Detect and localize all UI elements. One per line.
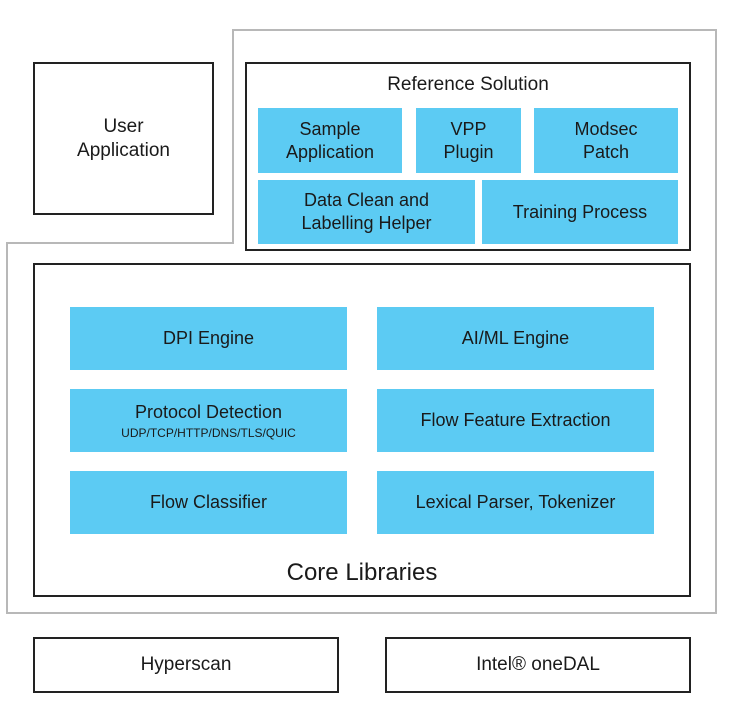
training-process-block: Training Process bbox=[482, 180, 678, 244]
training-process-label: Training Process bbox=[512, 201, 648, 222]
user-application-line1: User bbox=[103, 115, 144, 137]
core-libraries-title: Core Libraries bbox=[286, 559, 438, 586]
reference-solution-title: Reference Solution bbox=[387, 74, 549, 95]
vpp-plugin-block: VPP Plugin bbox=[416, 108, 521, 173]
lexical-parser-block: Lexical Parser, Tokenizer bbox=[377, 471, 654, 534]
protocol-list-label: UDP/TCP/HTTP/DNS/TLS/QUIC bbox=[121, 425, 296, 440]
data-clean-line1: Data Clean and bbox=[303, 190, 430, 210]
vpp-plugin-line1: VPP bbox=[450, 118, 487, 139]
aiml-engine-label: AI/ML Engine bbox=[461, 328, 570, 348]
user-application-line2: Application bbox=[77, 139, 170, 161]
sample-application-block: Sample Application bbox=[258, 108, 402, 173]
dpi-engine-label: DPI Engine bbox=[162, 328, 255, 348]
flow-classifier-block: Flow Classifier bbox=[70, 471, 347, 534]
modsec-patch-block: Modsec Patch bbox=[534, 108, 678, 173]
dpi-engine-block: DPI Engine bbox=[70, 307, 347, 370]
data-clean-line2: Labelling Helper bbox=[301, 213, 432, 233]
flow-classifier-label: Flow Classifier bbox=[149, 492, 268, 512]
flow-feature-extraction-block: Flow Feature Extraction bbox=[377, 389, 654, 452]
protocol-detection-block: Protocol Detection UDP/TCP/HTTP/DNS/TLS/… bbox=[70, 389, 347, 452]
onedal-box: Intel® oneDAL bbox=[385, 637, 691, 693]
hyperscan-box: Hyperscan bbox=[33, 637, 339, 693]
data-clean-labelling-block: Data Clean and Labelling Helper bbox=[258, 180, 475, 244]
aiml-engine-block: AI/ML Engine bbox=[377, 307, 654, 370]
modsec-patch-line1: Modsec bbox=[574, 118, 638, 139]
sample-application-line1: Sample bbox=[299, 118, 361, 139]
onedal-label: Intel® oneDAL bbox=[476, 654, 600, 675]
flow-feature-extraction-label: Flow Feature Extraction bbox=[420, 410, 611, 430]
modsec-patch-line2: Patch bbox=[582, 141, 630, 162]
sample-application-line2: Application bbox=[285, 141, 375, 162]
vpp-plugin-line2: Plugin bbox=[443, 141, 494, 162]
hyperscan-label: Hyperscan bbox=[140, 654, 232, 675]
user-application-box: User Application bbox=[33, 62, 214, 215]
protocol-detection-label: Protocol Detection bbox=[134, 401, 283, 422]
lexical-parser-label: Lexical Parser, Tokenizer bbox=[415, 492, 616, 512]
